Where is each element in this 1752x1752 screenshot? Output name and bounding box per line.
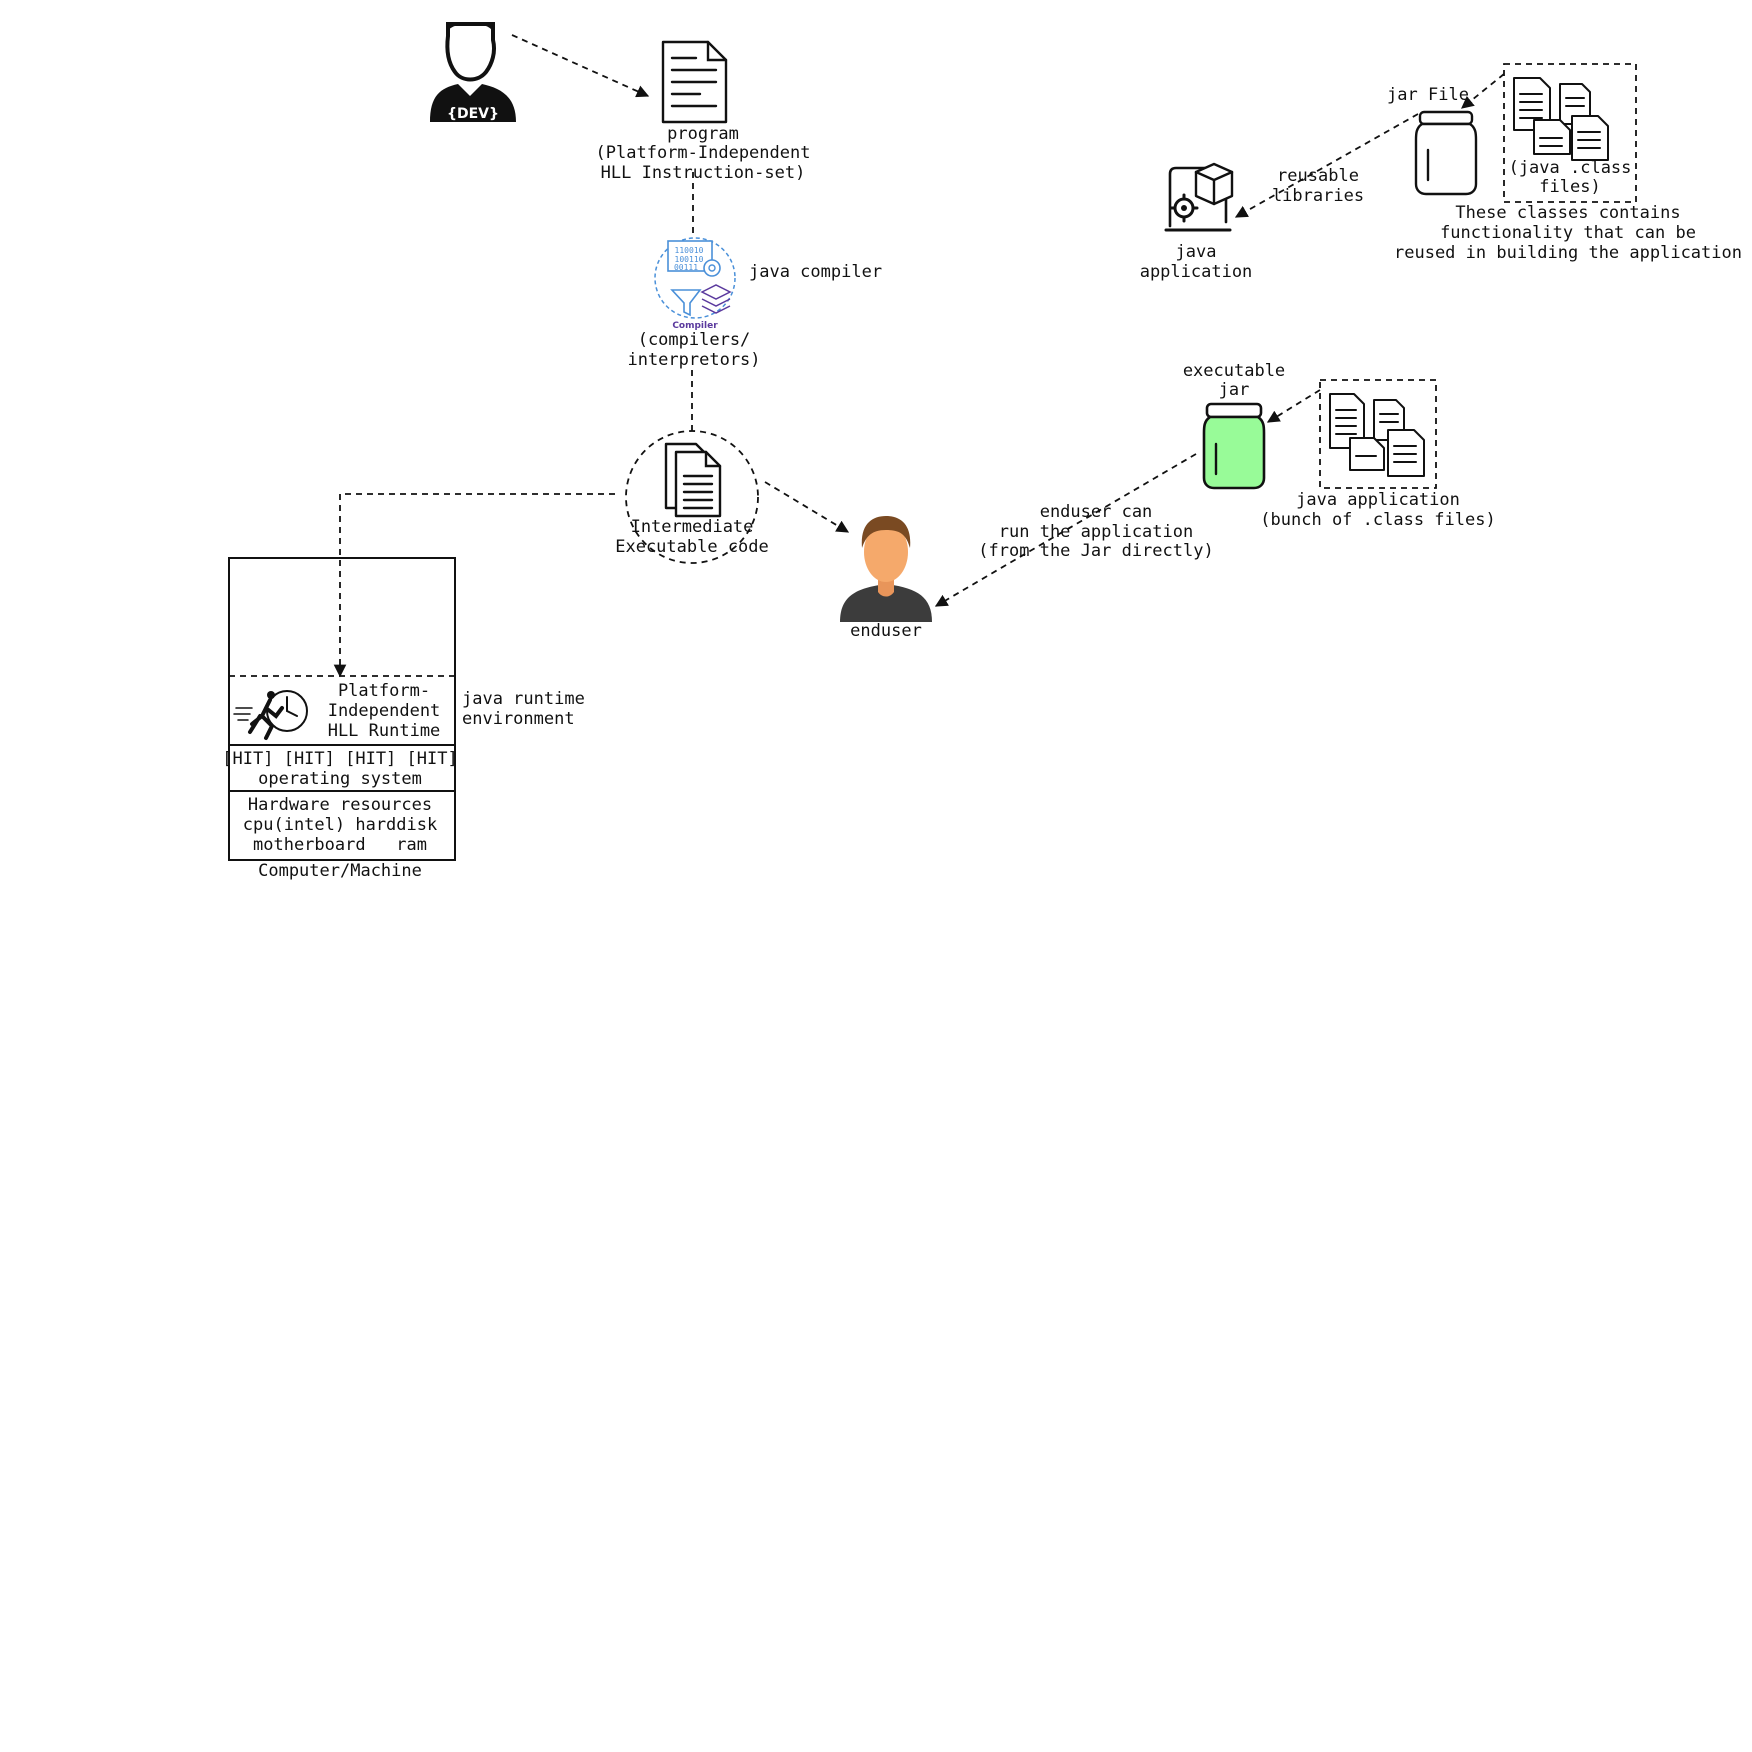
runtime-label-3: HLL Runtime (328, 721, 441, 741)
classes-to-jar-file-arrow (1461, 73, 1505, 109)
reusable-label-2: libraries (1272, 186, 1364, 206)
classes-note-1: These classes contains (1455, 203, 1680, 223)
jar-icon (1414, 110, 1478, 196)
svg-text:00111: 00111 (674, 263, 698, 272)
runner-clock-icon (233, 690, 308, 740)
classes-note-2: functionality that can be (1440, 223, 1696, 243)
program-sub-1: (Platform-Independent (596, 143, 811, 163)
java-compiler-label: java compiler (749, 262, 882, 282)
compiler-icon: 110010 100110 00111 Compiler (654, 237, 736, 331)
program-sub-2: HLL Instruction-set) (601, 163, 806, 183)
class-files-icon (1513, 77, 1609, 161)
document-icon (661, 40, 728, 124)
runtime-label-2: Independent (328, 701, 441, 721)
intermediate-label-1: Intermediate (631, 517, 754, 537)
hardware-label-3: motherboard ram (253, 835, 427, 855)
hardware-label-2: cpu(intel) harddisk (243, 815, 437, 835)
class-files-box (1503, 63, 1637, 203)
hit-row: [HIT] [HIT] [HIT] [HIT] (222, 749, 457, 769)
exe-jar-label-2: jar (1219, 380, 1250, 400)
computer-machine-stack: Platform- Independent HLL Runtime [HIT] … (222, 557, 458, 861)
hardware-label-1: Hardware resources (248, 795, 432, 815)
reusable-label-1: reusable (1277, 166, 1359, 186)
executable-jar-icon (1202, 402, 1266, 490)
svg-text:110010: 110010 (675, 246, 704, 255)
operating-system-label: operating system (258, 769, 422, 789)
java-application-icon (1164, 162, 1234, 232)
enduser-can-label-1: enduser can (1040, 502, 1153, 522)
compilers-label-2: interpretors) (627, 350, 760, 370)
enduser-can-label-2: run the application (999, 522, 1193, 542)
enduser-can-label-3: (from the Jar directly) (978, 541, 1213, 561)
compilers-label-1: (compilers/ (638, 330, 751, 350)
enduser-label: enduser (850, 621, 922, 641)
dev-to-program-arrow (511, 34, 650, 98)
connectors (333, 34, 1505, 678)
developer-icon: {DEV} (430, 22, 516, 122)
documents-icon (664, 442, 722, 518)
classes-note-3: reused in building the application (1394, 243, 1742, 263)
dev-badge: {DEV} (447, 106, 499, 122)
svg-text:100110: 100110 (675, 255, 704, 264)
bunch-label-2: (bunch of .class files) (1260, 510, 1495, 530)
jar-file-label: jar File (1387, 85, 1469, 105)
runtime-label-1: Platform- (338, 681, 430, 701)
compiler-logo-text: Compiler (672, 321, 718, 331)
intermediate-label-2: Executable code (615, 537, 769, 557)
bunch-class-files-icon (1329, 393, 1425, 477)
java-app-label-2: application (1140, 262, 1253, 282)
enduser-avatar-icon (840, 516, 932, 622)
bunch-label-1: java application (1296, 490, 1460, 510)
intermediate-to-runtime-arrow (333, 493, 615, 678)
intermediate-code-node (625, 430, 759, 564)
machine-label: Computer/Machine (258, 861, 422, 881)
java-app-label-1: java (1176, 242, 1217, 262)
jre-label-1: java runtime (462, 689, 585, 709)
jar-file-to-java-app-arrow (1234, 113, 1419, 218)
bunch-class-files-box (1319, 379, 1437, 489)
program-label: program (667, 124, 739, 144)
exe-jar-label-1: executable (1183, 361, 1285, 381)
class-files-label-1: (java .class (1509, 158, 1632, 178)
class-files-label-2: files) (1539, 177, 1600, 197)
bunch-to-exe-jar-arrow (1266, 389, 1321, 423)
jre-label-2: environment (462, 709, 575, 729)
intermediate-to-enduser-arrow (764, 481, 850, 533)
